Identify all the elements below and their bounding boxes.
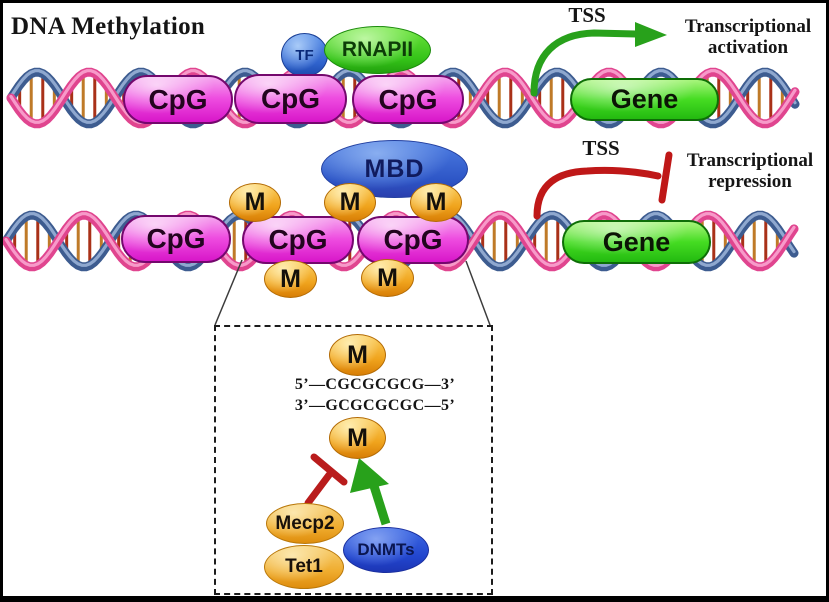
- inset-callout-lines: [214, 259, 491, 326]
- transcriptional-repression-label: Transcriptional repression: [674, 150, 826, 192]
- cpg-island-methylated: CpG: [357, 216, 469, 264]
- mecp2-protein: Mecp2: [266, 503, 344, 544]
- cpg-island: CpG: [234, 74, 347, 124]
- methyl-group: M: [229, 183, 281, 222]
- repression-blunt-arrow: [533, 151, 673, 220]
- inset-activation-arrow: [350, 458, 391, 526]
- tss-label-activation: TSS: [568, 3, 606, 27]
- repression-line2: repression: [708, 171, 792, 192]
- repression-line1: Transcriptional: [686, 150, 814, 171]
- activation-line1: Transcriptional: [684, 16, 812, 37]
- tet1-protein: Tet1: [264, 545, 344, 589]
- activation-arrow: [530, 22, 667, 97]
- methyl-group: M: [361, 259, 414, 297]
- methyl-group-inset-bottom: M: [329, 417, 386, 459]
- cpg-island: CpG: [123, 75, 233, 124]
- methyl-group-inset-top: M: [329, 334, 386, 376]
- dnmts-protein: DNMTs: [343, 527, 429, 573]
- methyl-group: M: [264, 260, 317, 298]
- transcriptional-activation-label: Transcriptional activation: [671, 16, 825, 58]
- dna-sequence-bottom-strand: 3’—GCGCGCGC—5’: [294, 397, 456, 414]
- cpg-island-methylated: CpG: [242, 216, 354, 264]
- gene-repressed: Gene: [562, 220, 711, 264]
- gene-active: Gene: [570, 78, 719, 121]
- rnapii-protein: RNAPII: [324, 26, 431, 74]
- page-title: DNA Methylation: [11, 13, 206, 40]
- activation-line2: activation: [707, 37, 789, 58]
- cpg-island: CpG: [352, 75, 464, 124]
- methyl-group: M: [410, 183, 462, 222]
- inset-inhibition-arrow: [304, 453, 348, 507]
- methyl-group: M: [324, 183, 376, 222]
- tss-label-repression: TSS: [582, 136, 620, 160]
- cpg-island: CpG: [121, 215, 231, 263]
- dna-sequence-top-strand: 5’—CGCGCGCG—3’: [294, 376, 456, 393]
- tf-protein: TF: [281, 33, 328, 77]
